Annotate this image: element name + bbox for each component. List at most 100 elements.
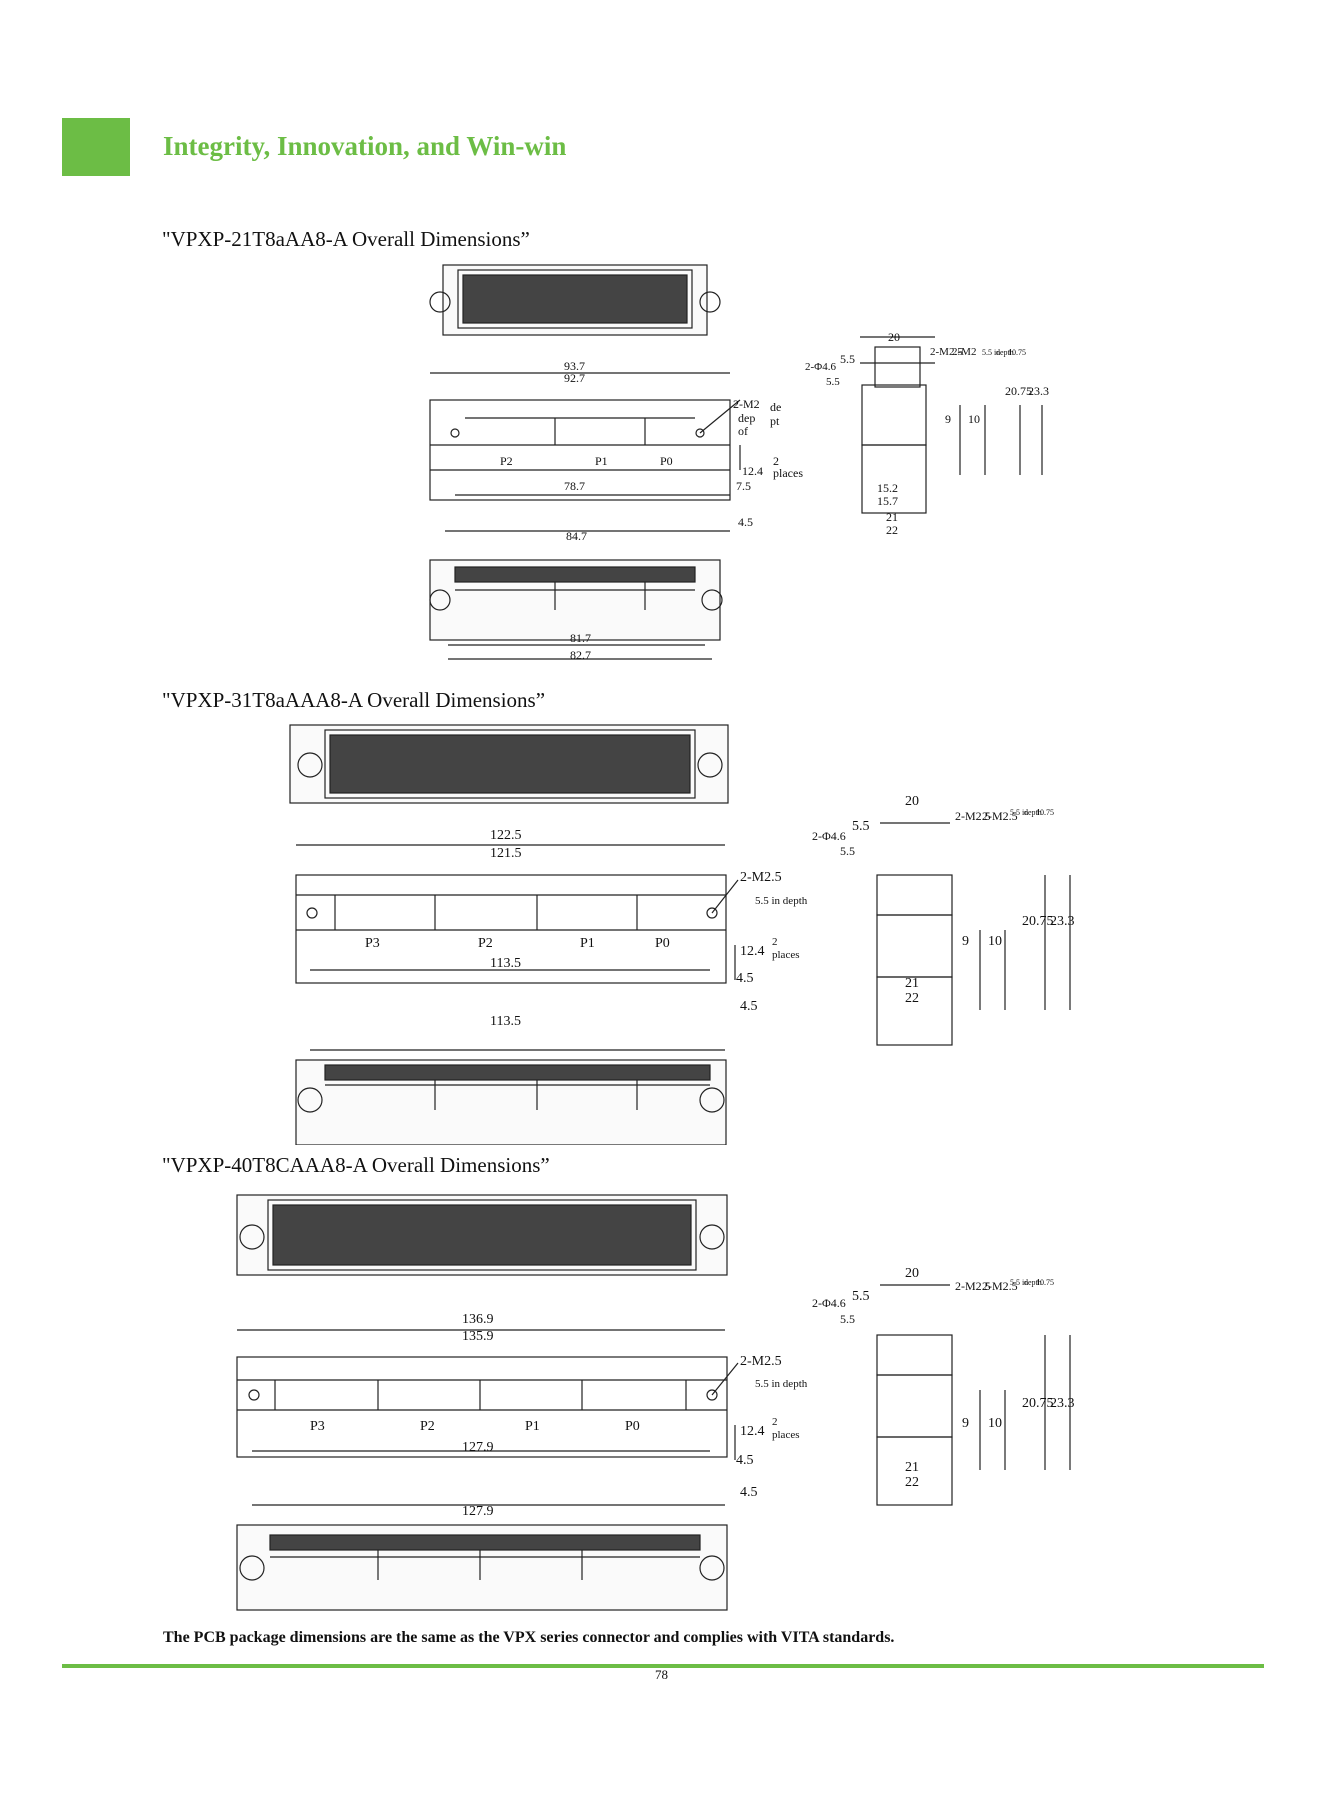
section-title-1: "VPXP-21T8aAA8-A Overall Dimensions” bbox=[162, 227, 530, 251]
dim-side-hole-1: 2-Φ4.6 bbox=[805, 361, 836, 373]
dim-side-h10-3: 10 bbox=[988, 1416, 1002, 1431]
dim-side-h20-1: 20.75 bbox=[1005, 384, 1032, 398]
section-title-2: "VPXP-31T8aAAA8-A Overall Dimensions” bbox=[162, 688, 546, 712]
places-3b: places bbox=[772, 1429, 799, 1441]
technical-drawing-1: 93.7 92.7 78.7 7.5 2-M2 dep of de pt 12.… bbox=[429, 264, 1049, 662]
dim-pin-span-1: 78.7 bbox=[564, 479, 585, 493]
dim-side-h23-1: 23.3 bbox=[1028, 384, 1049, 398]
drawing-vpxp-40: 136.9 135.9 127.9 4.5 2-M2.5 5.5 in dept… bbox=[0, 1185, 1326, 1625]
depth-note-1: 5.5 in bbox=[982, 348, 1000, 357]
dim-side-thread1-1: 2-M2.5 bbox=[930, 346, 963, 358]
dim-side-thread2-2: 2-M2.5 bbox=[982, 809, 1018, 823]
hole-note-1: 2-M2 bbox=[733, 397, 760, 411]
places-2: 2 bbox=[772, 936, 778, 948]
dim-offset-3: 4.5 bbox=[736, 1453, 754, 1468]
slot-label-p3-c: P3 bbox=[310, 1419, 325, 1434]
footer-divider bbox=[62, 1664, 1264, 1668]
dim-overall-outer-3: 136.9 bbox=[462, 1312, 494, 1327]
dim-side-w4-2: 22 bbox=[905, 991, 919, 1006]
dim-side-w3-3: 21 bbox=[905, 1460, 919, 1475]
dim-side-h10-2: 10 bbox=[988, 934, 1002, 949]
dim-pin-span-3: 127.9 bbox=[462, 1440, 494, 1455]
dim-side-w4: 22 bbox=[886, 523, 898, 537]
dim-bottom-offset-2: 4.5 bbox=[740, 999, 758, 1014]
dim-bottom-span-3: 127.9 bbox=[462, 1504, 494, 1519]
dim-offset-1: 7.5 bbox=[736, 479, 751, 493]
dim-pin-span-2: 113.5 bbox=[490, 956, 521, 971]
dim-side-w3-2: 21 bbox=[905, 976, 919, 991]
hole-note2-1: de bbox=[770, 400, 781, 414]
hole-note-1b: dep bbox=[738, 411, 755, 425]
places-3: 2 bbox=[772, 1416, 778, 1428]
dim-side-step-3: 5.5 bbox=[852, 1289, 870, 1304]
depth-note-2c: 10.75 bbox=[1036, 808, 1054, 817]
depth-note-1c: 10.75 bbox=[1008, 348, 1026, 357]
drawing-vpxp-31: 122.5 121.5 113.5 4.5 2-M2.5 5.5 in dept… bbox=[0, 715, 1326, 1145]
dim-side-w4-3: 22 bbox=[905, 1475, 919, 1490]
drawing-vpxp-21: 93.7 92.7 78.7 7.5 2-M2 dep of de pt 12.… bbox=[0, 255, 1326, 675]
dim-side-thread1-3: 2-M2.5 bbox=[955, 1279, 991, 1293]
dim-bottom-span-1: 84.7 bbox=[566, 529, 587, 543]
places-1b: places bbox=[773, 466, 803, 480]
hole-note-3: 2-M2.5 bbox=[740, 1354, 782, 1369]
slot-label-p0: P0 bbox=[660, 454, 673, 468]
dim-height-3: 12.4 bbox=[740, 1424, 765, 1439]
dim-side-h23-2: 23.3 bbox=[1050, 914, 1075, 929]
dim-overall-inner-2: 121.5 bbox=[490, 846, 522, 861]
slot-label-p1: P1 bbox=[595, 454, 608, 468]
hole-note-1c: of bbox=[738, 424, 748, 438]
places-1: 2 bbox=[773, 454, 779, 468]
hole-note2-1b: pt bbox=[770, 414, 780, 428]
dim-overall-outer-2: 122.5 bbox=[490, 828, 522, 843]
dim-side-top-2: 20 bbox=[905, 794, 919, 809]
dim-bottom-inner-1: 81.7 bbox=[570, 631, 591, 645]
dim-side-h23-3: 23.3 bbox=[1050, 1396, 1075, 1411]
dim-side-hole-step-3: 5.5 bbox=[840, 1312, 855, 1326]
dim-bottom-offset-1: 4.5 bbox=[738, 515, 753, 529]
dim-side-top-3: 20 bbox=[905, 1266, 919, 1281]
header-accent-block bbox=[62, 118, 130, 176]
dim-side-h20-2: 20.75 bbox=[1022, 914, 1054, 929]
page-number: 78 bbox=[655, 1667, 668, 1682]
slot-label-p0-c: P0 bbox=[625, 1419, 640, 1434]
dim-side-hole-step-2: 5.5 bbox=[840, 844, 855, 858]
dim-side-thread2-1: 2-M2 bbox=[952, 346, 976, 358]
depth-note-3b: depth bbox=[1024, 1278, 1042, 1287]
dim-height-2: 12.4 bbox=[740, 944, 765, 959]
footer-note: The PCB package dimensions are the same … bbox=[163, 1629, 895, 1646]
pin-array-1 bbox=[462, 274, 688, 324]
slot-label-p1-b: P1 bbox=[580, 936, 595, 951]
dim-side-w3: 21 bbox=[886, 510, 898, 524]
dim-side-hole-step-1: 5.5 bbox=[826, 376, 840, 388]
dim-bottom-span-2: 113.5 bbox=[490, 1014, 521, 1029]
dim-side-h20-3: 20.75 bbox=[1022, 1396, 1054, 1411]
slot-label-p2-b: P2 bbox=[478, 936, 493, 951]
dim-side-h9-2: 9 bbox=[962, 934, 969, 949]
depth-note-1b: depth bbox=[996, 348, 1014, 357]
places-2b: places bbox=[772, 949, 799, 961]
dim-side-h10-1: 10 bbox=[968, 412, 980, 426]
slot-label-p2: P2 bbox=[500, 454, 513, 468]
depth-note-2b: depth bbox=[1024, 808, 1042, 817]
dim-bottom-offset-3: 4.5 bbox=[740, 1485, 758, 1500]
technical-drawing-2: 122.5 121.5 113.5 4.5 2-M2.5 5.5 in dept… bbox=[289, 724, 1075, 1145]
dim-side-hole-2: 2-Φ4.6 bbox=[812, 829, 846, 843]
dim-offset-2: 4.5 bbox=[736, 971, 754, 986]
dim-side-thread1-2: 2-M2.5 bbox=[955, 809, 991, 823]
section-title-3: "VPXP-40T8CAAA8-A Overall Dimensions” bbox=[162, 1153, 550, 1177]
dim-side-h9-3: 9 bbox=[962, 1416, 969, 1431]
slot-label-p3: P3 bbox=[365, 936, 380, 951]
hole-note-2: 2-M2.5 bbox=[740, 870, 782, 885]
dim-side-h9-1: 9 bbox=[945, 412, 951, 426]
page-header-title: Integrity, Innovation, and Win-win bbox=[163, 131, 567, 161]
depth-note-3: 5.5 in bbox=[1010, 1278, 1028, 1287]
dim-side-hole-3: 2-Φ4.6 bbox=[812, 1296, 846, 1310]
dim-overall-inner-1: 92.7 bbox=[564, 371, 585, 385]
technical-drawing-3: 136.9 135.9 127.9 4.5 2-M2.5 5.5 in dept… bbox=[236, 1194, 1075, 1611]
hole-note2-2: 5.5 in depth bbox=[755, 895, 808, 907]
dim-side-w2: 15.7 bbox=[877, 494, 898, 508]
dim-side-top-1: 20 bbox=[888, 330, 900, 344]
depth-note-2: 5.5 in bbox=[1010, 808, 1028, 817]
dim-side-step-2: 5.5 bbox=[852, 819, 870, 834]
slot-label-p2-c: P2 bbox=[420, 1419, 435, 1434]
